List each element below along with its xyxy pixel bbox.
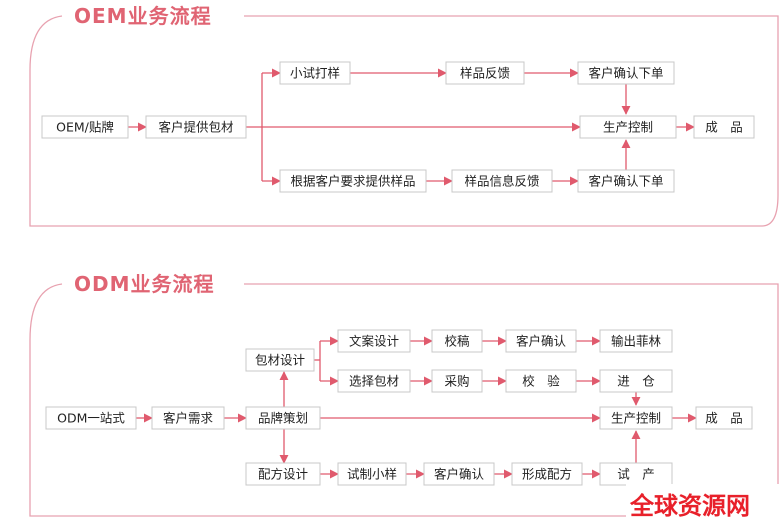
odm-title: ODM业务流程 xyxy=(74,272,215,296)
svg-text:小试打样: 小试打样 xyxy=(290,66,340,81)
odm-node-formula: 形成配方 xyxy=(511,462,583,486)
svg-text:OEM/贴牌: OEM/贴牌 xyxy=(56,120,114,135)
odm-node-pack-design: 包材设计 xyxy=(245,348,315,372)
svg-text:选择包材: 选择包材 xyxy=(349,374,399,389)
svg-text:配方设计: 配方设计 xyxy=(258,467,308,482)
svg-text:成 品: 成 品 xyxy=(705,411,743,426)
svg-text:客户确认下单: 客户确认下单 xyxy=(588,66,663,81)
odm-connectors xyxy=(136,336,697,479)
svg-text:采购: 采购 xyxy=(444,374,469,389)
odm-node-inspect: 校 验 xyxy=(505,369,577,393)
oem-node-confirm-bottom: 客户确认下单 xyxy=(577,169,675,193)
svg-text:生产控制: 生产控制 xyxy=(603,120,653,135)
odm-section: ODM业务流程 O xyxy=(29,272,779,517)
odm-node-product: 成 品 xyxy=(695,406,753,430)
odm-node-purchase: 采购 xyxy=(431,369,483,393)
odm-node-proof: 校稿 xyxy=(431,329,483,353)
odm-node-output: 输出菲林 xyxy=(599,329,673,353)
oem-node-provide: 客户提供包材 xyxy=(145,115,247,139)
oem-title: OEM业务流程 xyxy=(74,4,212,28)
svg-text:客户需求: 客户需求 xyxy=(163,411,214,426)
odm-node-brand: 品牌策划 xyxy=(245,406,321,430)
watermark-logo: 全球资源网 xyxy=(629,492,750,520)
odm-frame xyxy=(29,283,779,517)
svg-text:根据客户要求提供样品: 根据客户要求提供样品 xyxy=(290,174,415,189)
oem-node-production: 生产控制 xyxy=(579,115,677,139)
oem-frame xyxy=(29,15,779,227)
svg-text:形成配方: 形成配方 xyxy=(522,467,572,482)
svg-text:试制小样: 试制小样 xyxy=(347,467,397,482)
svg-text:客户提供包材: 客户提供包材 xyxy=(158,120,233,135)
svg-text:样品信息反馈: 样品信息反馈 xyxy=(464,174,539,189)
odm-node-warehouse: 进 仓 xyxy=(599,369,673,393)
svg-text:成 品: 成 品 xyxy=(705,120,743,135)
odm-node-confirm-a: 客户确认 xyxy=(505,329,577,353)
odm-node-trial-production: 试 产 xyxy=(599,462,673,486)
svg-text:客户确认: 客户确认 xyxy=(434,467,485,482)
svg-text:样品反馈: 样品反馈 xyxy=(460,66,510,81)
oem-node-trial: 小试打样 xyxy=(279,61,351,85)
svg-text:生产控制: 生产控制 xyxy=(611,411,661,426)
odm-node-start: ODM一站式 xyxy=(45,406,137,430)
oem-node-feedback: 样品反馈 xyxy=(445,61,525,85)
odm-node-demand: 客户需求 xyxy=(151,406,225,430)
svg-text:试 产: 试 产 xyxy=(617,467,655,482)
svg-text:输出菲林: 输出菲林 xyxy=(611,334,662,349)
odm-node-production: 生产控制 xyxy=(599,406,673,430)
oem-node-sample-request: 根据客户要求提供样品 xyxy=(279,169,427,193)
oem-node-product: 成 品 xyxy=(693,115,755,139)
oem-section: OEM业务流程 OEM/贴牌 客户提供包材 小试打样 xyxy=(29,4,779,227)
svg-text:品牌策划: 品牌策划 xyxy=(258,411,308,426)
odm-node-formula-design: 配方设计 xyxy=(245,462,321,486)
oem-connectors xyxy=(128,68,695,186)
svg-text:客户确认下单: 客户确认下单 xyxy=(588,174,663,189)
oem-node-confirm-top: 客户确认下单 xyxy=(577,61,675,85)
svg-text:ODM一站式: ODM一站式 xyxy=(57,411,125,426)
odm-node-trial-sample: 试制小样 xyxy=(337,462,407,486)
svg-text:客户确认: 客户确认 xyxy=(516,334,567,349)
svg-text:包材设计: 包材设计 xyxy=(255,353,305,368)
oem-node-info-feedback: 样品信息反馈 xyxy=(451,169,553,193)
svg-text:校稿: 校稿 xyxy=(444,334,469,349)
oem-node-start: OEM/贴牌 xyxy=(41,115,129,139)
odm-node-copy-design: 文案设计 xyxy=(337,329,411,353)
odm-node-confirm-b: 客户确认 xyxy=(423,462,495,486)
odm-node-choose-pack: 选择包材 xyxy=(337,369,411,393)
watermark-background xyxy=(626,484,784,524)
svg-text:进 仓: 进 仓 xyxy=(617,374,655,389)
svg-text:文案设计: 文案设计 xyxy=(349,334,399,349)
svg-text:校 验: 校 验 xyxy=(522,374,560,389)
